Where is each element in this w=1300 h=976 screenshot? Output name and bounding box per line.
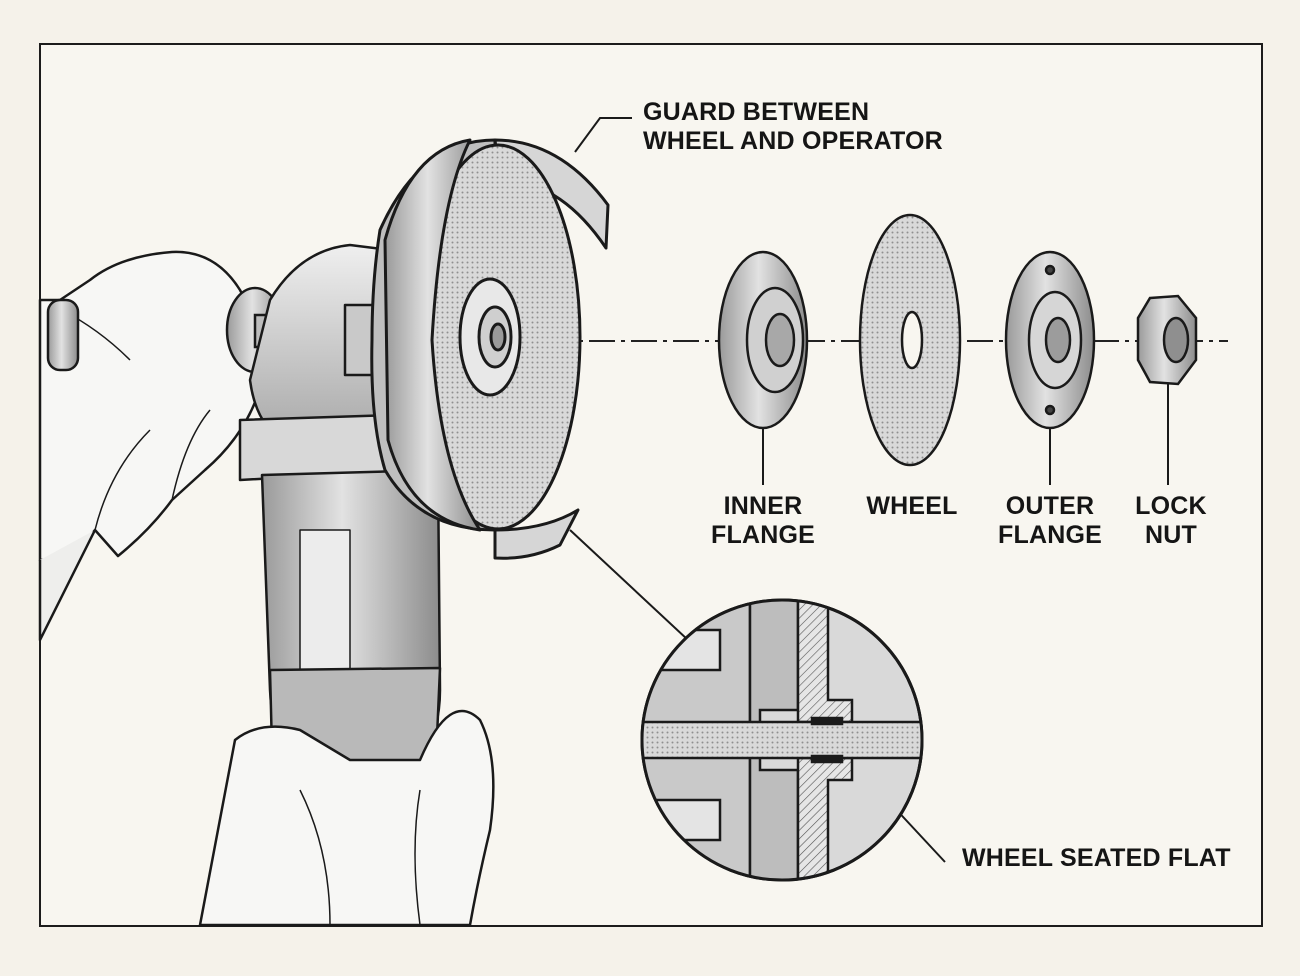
label-outer-flange-line2: FLANGE <box>998 521 1102 549</box>
label-inner-flange-line2: FLANGE <box>711 521 815 549</box>
inner-flange-part <box>717 250 809 430</box>
label-lock-nut-line1: LOCK <box>1135 492 1207 520</box>
label-wheel-seated-flat: WHEEL SEATED FLAT <box>962 844 1231 873</box>
lock-nut-part <box>1136 294 1198 386</box>
lower-glove <box>198 709 495 927</box>
label-guard-line2: WHEEL AND OPERATOR <box>643 127 943 155</box>
label-wheel-line1: WHEEL <box>866 492 958 520</box>
wheel-part <box>858 213 962 467</box>
label-wheel-seated-flat-line1: WHEEL SEATED FLAT <box>962 844 1231 872</box>
guard-and-wheel <box>370 138 610 560</box>
label-lock-nut: LOCK NUT <box>1123 492 1219 550</box>
label-lock-nut-line2: NUT <box>1145 521 1197 549</box>
label-guard: GUARD BETWEEN WHEEL AND OPERATOR <box>643 98 943 156</box>
label-wheel: WHEEL <box>852 492 972 521</box>
label-guard-line1: GUARD BETWEEN <box>643 98 870 126</box>
border-frame <box>39 43 1263 927</box>
label-inner-flange: INNER FLANGE <box>703 492 823 550</box>
label-inner-flange-line1: INNER <box>723 492 803 520</box>
label-outer-flange-line1: OUTER <box>1005 492 1095 520</box>
outer-flange-part <box>1004 250 1096 430</box>
upper-glove <box>38 250 259 642</box>
label-outer-flange: OUTER FLANGE <box>990 492 1110 550</box>
